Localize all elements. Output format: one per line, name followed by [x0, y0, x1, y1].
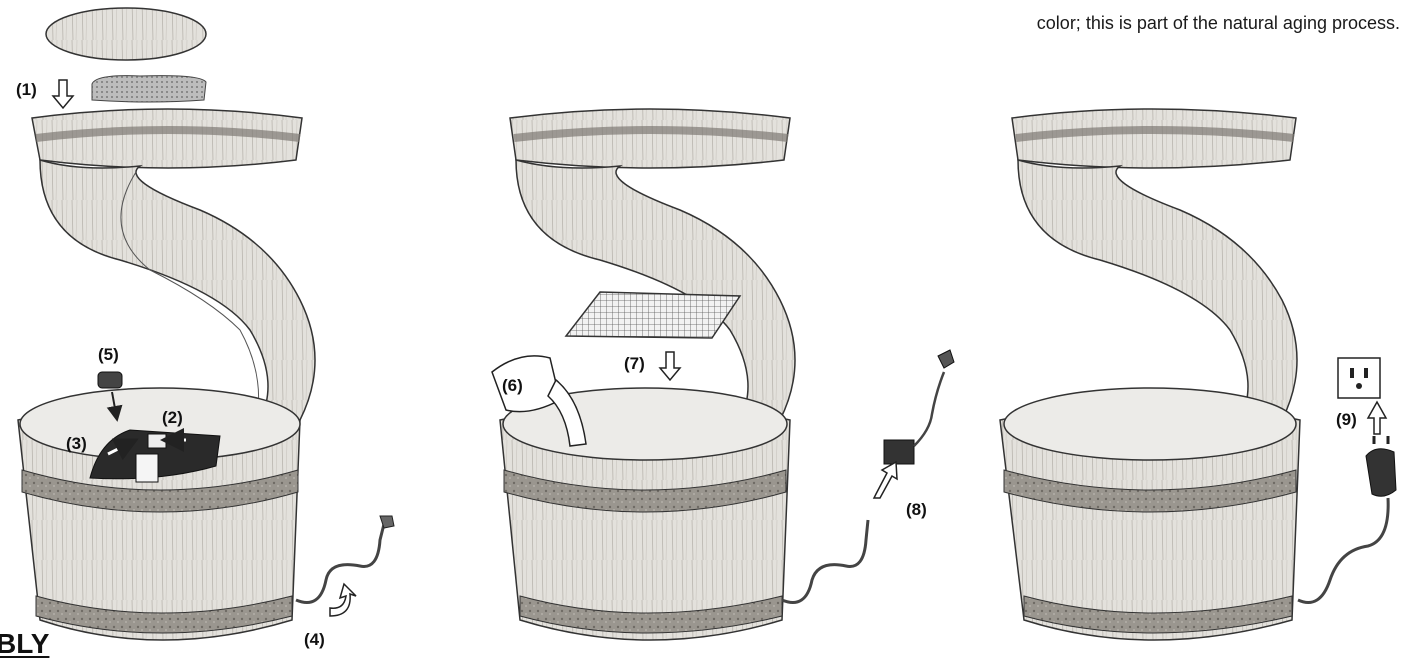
figure-3 [1000, 109, 1396, 640]
grid-mesh-icon [566, 292, 740, 338]
wall-outlet-icon [1338, 358, 1380, 398]
power-cord [782, 520, 868, 603]
figure-1 [18, 8, 394, 640]
barrel-top-ring [1012, 109, 1296, 168]
power-cord [296, 516, 386, 603]
step-label-3: (3) [66, 434, 87, 454]
power-plug-icon [938, 350, 954, 368]
transformer-icon [884, 440, 914, 464]
figure-2 [492, 109, 954, 640]
lid-icon [46, 8, 206, 60]
power-cord [1298, 498, 1388, 603]
step-label-6: (6) [502, 376, 523, 396]
foam-filter-icon [92, 76, 206, 102]
step-label-1: (1) [16, 80, 37, 100]
step-label-7: (7) [624, 354, 645, 374]
step-label-8: (8) [906, 500, 927, 520]
spiral-stave [1018, 160, 1297, 420]
spiral-stave [40, 160, 315, 420]
curved-arrow-icon [330, 584, 356, 616]
step-label-4: (4) [304, 630, 325, 650]
barrel-top-ring [510, 109, 790, 168]
down-arrow-icon [53, 80, 73, 108]
up-arrow-icon [1368, 402, 1386, 434]
step-label-9: (9) [1336, 410, 1357, 430]
power-plug-icon [1366, 449, 1396, 496]
down-arrow-icon [660, 352, 680, 380]
pump-part-icon [98, 372, 122, 388]
barrel-top-ring [32, 109, 302, 168]
step-label-5: (5) [98, 345, 119, 365]
section-heading: BLY [0, 628, 49, 660]
up-arrow-icon [874, 462, 897, 498]
step-label-2: (2) [162, 408, 183, 428]
